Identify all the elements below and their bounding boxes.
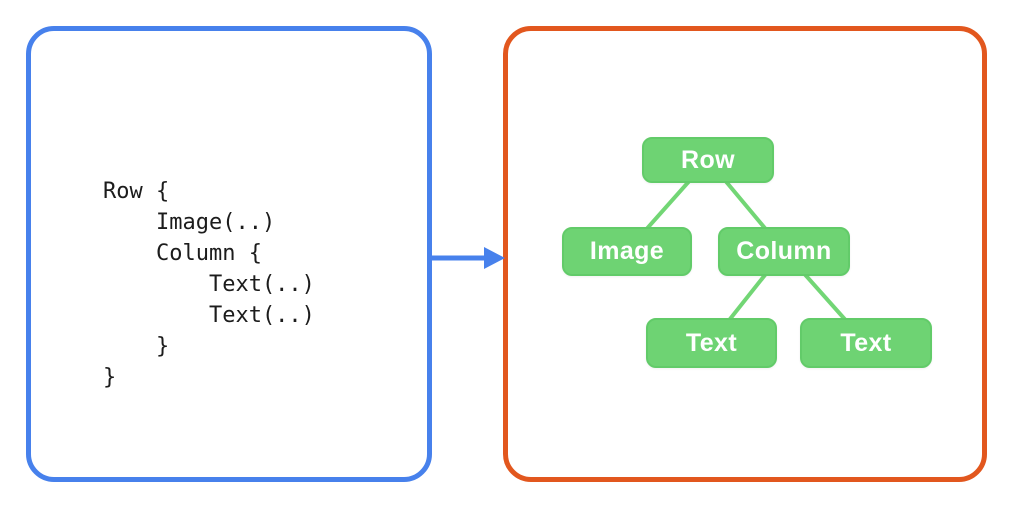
arrow-right-icon bbox=[432, 247, 505, 269]
code-line: Column { bbox=[103, 241, 262, 266]
code-line: } bbox=[103, 365, 117, 390]
code-line: } bbox=[103, 334, 170, 359]
code-block: Row { Image(..) Column { Text(..) Text(.… bbox=[103, 176, 315, 393]
tree-node-text-1: Text bbox=[646, 318, 777, 368]
tree-node-label: Image bbox=[589, 237, 665, 265]
tree-node-label: Column bbox=[736, 237, 832, 265]
code-line: Text(..) bbox=[103, 303, 315, 328]
tree-node-row: Row bbox=[642, 137, 774, 183]
code-line: Image(..) bbox=[103, 210, 276, 235]
tree-node-label: Text bbox=[685, 328, 738, 357]
tree-node-label: Row bbox=[681, 145, 735, 174]
tree-node-image: Image bbox=[562, 227, 692, 276]
code-line: Row { bbox=[103, 179, 170, 204]
code-panel bbox=[26, 26, 432, 482]
tree-node-label: Text bbox=[840, 328, 892, 357]
tree-node-column: Column bbox=[718, 227, 850, 276]
tree-node-text-2: Text bbox=[800, 318, 932, 368]
code-line: Text(..) bbox=[103, 272, 315, 297]
